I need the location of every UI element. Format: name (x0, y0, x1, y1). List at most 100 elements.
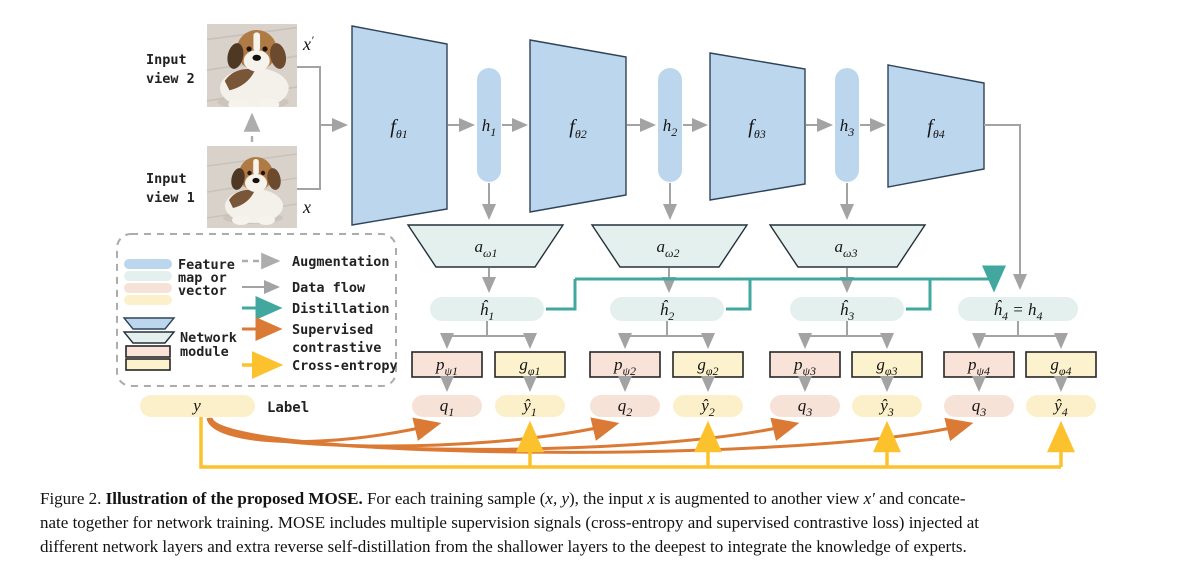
hh4-split (979, 321, 1061, 337)
output-q2 (590, 395, 660, 417)
output-yh1-label: ŷ1 (521, 396, 537, 419)
projector-p4-label: pψ4 (967, 355, 990, 378)
projector-p2-label: pψ2 (613, 355, 636, 378)
encoder-f2-label: fθ2 (569, 116, 586, 141)
feature-h3 (835, 68, 859, 182)
feature-h2 (658, 68, 682, 182)
legend: Feature map or vector Network module Aug… (116, 233, 398, 387)
legend-module-blue (122, 317, 176, 330)
adapter-a1 (406, 224, 565, 268)
caption-line-3: different network layers and extra rever… (40, 537, 967, 556)
legend-dataflow-label: Data flow (292, 280, 366, 296)
output-q4-label: q3 (972, 396, 987, 419)
classifier-g4-label: gφ4 (1050, 355, 1071, 378)
legend-distillation-label: Distillation (292, 301, 390, 317)
encoder-f2 (529, 39, 627, 213)
encoder-f3-label: fθ3 (748, 116, 765, 141)
legend-crossentropy-label: Cross-entropy (292, 358, 398, 374)
f4-to-h4-line (984, 124, 1027, 290)
classifier-g2-label: gφ2 (697, 355, 718, 378)
legend-feature-line2: map or (178, 270, 227, 286)
distill-hh2-stub (726, 279, 752, 311)
legend-module-line2: module (180, 344, 229, 360)
adapter-a2-label: aω2 (657, 237, 680, 260)
hidden-hh2-label: ĥ2 (660, 300, 675, 323)
output-q4 (944, 395, 1014, 417)
mose-architecture-diagram: Input view 2 Input view 1 x′ x fθ1 fθ2 f… (116, 24, 1097, 469)
supcon-arrow-q1 (206, 417, 442, 444)
feature-h3-label: h3 (840, 116, 855, 139)
legend-feature-line1: Feature (178, 257, 235, 273)
x-symbol: x (302, 197, 311, 217)
encoder-f4 (887, 64, 985, 188)
hidden-hh1 (430, 297, 544, 321)
feature-h1-label: h1 (482, 116, 497, 139)
output-yh1 (495, 395, 565, 417)
input-view2-image (207, 24, 297, 107)
legend-supcon-label-line1: Supervised (292, 322, 373, 338)
output-yh3 (852, 395, 922, 417)
legend-module-pink (125, 345, 171, 358)
hidden-hh3 (790, 297, 904, 321)
legend-feature-line3: vector (178, 283, 227, 299)
feature-h1 (477, 68, 501, 182)
output-q3 (770, 395, 840, 417)
input-view2-label-line2: view 2 (146, 71, 195, 87)
legend-supcon-label-line2: contrastive (292, 340, 381, 356)
output-q3-label: q3 (798, 396, 813, 419)
adapter-a3-label: aω3 (835, 237, 858, 260)
legend-pill-blue (124, 259, 172, 269)
input-view2-label-line1: Input (146, 52, 187, 68)
legend-module-mint (122, 331, 176, 344)
input-view1-label-line1: Input (146, 171, 187, 187)
caption-line-1: Figure 2. Illustration of the proposed M… (40, 489, 966, 508)
cross-entropy-bus (199, 417, 1061, 469)
hidden-hh3-label: ĥ3 (840, 300, 855, 323)
legend-module-yellow (125, 358, 171, 371)
hidden-hh4 (958, 297, 1078, 321)
adapter-a1-label: aω1 (475, 237, 498, 260)
caption-figure-number: Figure 2. (40, 489, 106, 508)
figure-caption: Figure 2. Illustration of the proposed M… (40, 487, 1158, 559)
projector-p3 (769, 351, 841, 378)
input-view1-label-line2: view 1 (146, 190, 195, 206)
projector-p1-label: pψ1 (435, 355, 458, 378)
output-yh3-label: ŷ3 (878, 396, 894, 419)
output-q1-label: q1 (440, 396, 455, 419)
distill-hh3-stub (906, 279, 932, 311)
output-yh4-label: ŷ4 (1052, 396, 1068, 419)
caption-bold-title: Illustration of the proposed MOSE. (105, 489, 363, 508)
distill-bus-to-hh4 (575, 265, 1006, 293)
distill-hh1-stub (546, 279, 577, 311)
classifier-g4 (1025, 351, 1097, 378)
x-prime-symbol: x′ (302, 33, 314, 54)
classifier-g1-label: gφ1 (519, 355, 540, 378)
classifier-g3-label: gφ3 (876, 355, 897, 378)
caption-line-2: nate together for network training. MOSE… (40, 513, 980, 532)
encoder-f1 (351, 25, 448, 226)
projector-p2 (589, 351, 661, 378)
adapter-a3 (768, 224, 927, 268)
projector-p3-label: pψ3 (793, 355, 816, 378)
output-yh2-label: ŷ2 (699, 396, 715, 419)
label-y-symbol: y (191, 396, 201, 415)
input-concat-line (297, 66, 321, 190)
input-view1-image (207, 146, 297, 228)
output-q2-label: q2 (618, 396, 633, 419)
legend-pill-mint (124, 271, 172, 281)
classifier-g1 (494, 351, 566, 378)
legend-module-line1: Network (180, 330, 237, 346)
encoder-f1-label: fθ1 (390, 116, 407, 141)
hh2-split (625, 321, 708, 337)
legend-augmentation-label: Augmentation (292, 254, 390, 270)
classifier-g3 (851, 351, 923, 378)
adapter-a2 (590, 224, 749, 268)
legend-pill-yellow (124, 295, 172, 305)
hh1-split (447, 321, 530, 337)
label-text: Label (267, 400, 309, 416)
hidden-hh1-label: ĥ1 (480, 300, 495, 323)
encoder-f3 (709, 52, 806, 201)
hh3-split (805, 321, 887, 337)
output-yh4 (1026, 395, 1096, 417)
